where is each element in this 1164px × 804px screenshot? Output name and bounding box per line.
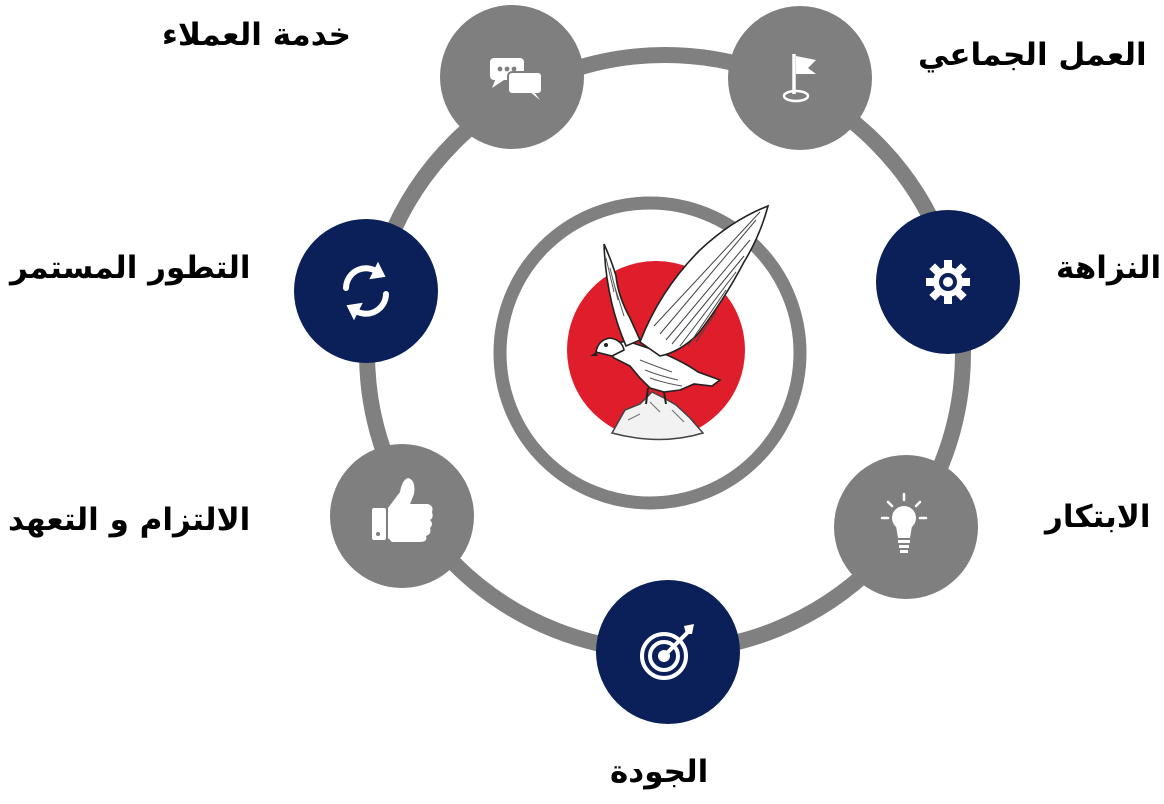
teamwork-node[interactable] [728, 6, 872, 150]
teamwork-label: العمل الجماعي [918, 37, 1147, 73]
innovation-label: الابتكار [1045, 499, 1151, 535]
customer-service-label: خدمة العملاء [162, 17, 351, 53]
inner-ring [493, 196, 807, 510]
innovation-node[interactable] [834, 455, 978, 599]
target-icon [640, 624, 694, 680]
chat-bubbles-icon [490, 58, 543, 100]
refresh-icon [343, 261, 389, 321]
continuous-development-node[interactable] [294, 219, 438, 363]
commitment-label: الالتزام و التعهد [8, 502, 251, 538]
falcon-logo-icon [567, 204, 770, 441]
continuous-development-label: التطور المستمر [10, 250, 251, 286]
quality-node[interactable] [596, 580, 740, 724]
commitment-node[interactable] [330, 444, 474, 588]
gear-icon [926, 260, 970, 304]
quality-label: الجودة [610, 754, 709, 790]
lightbulb-icon [880, 492, 928, 553]
integrity-node[interactable] [876, 210, 1020, 354]
flag-icon [782, 54, 816, 103]
customer-service-node[interactable] [440, 5, 584, 149]
integrity-label: النزاهة [1056, 250, 1162, 286]
thumbs-up-icon [372, 478, 433, 542]
